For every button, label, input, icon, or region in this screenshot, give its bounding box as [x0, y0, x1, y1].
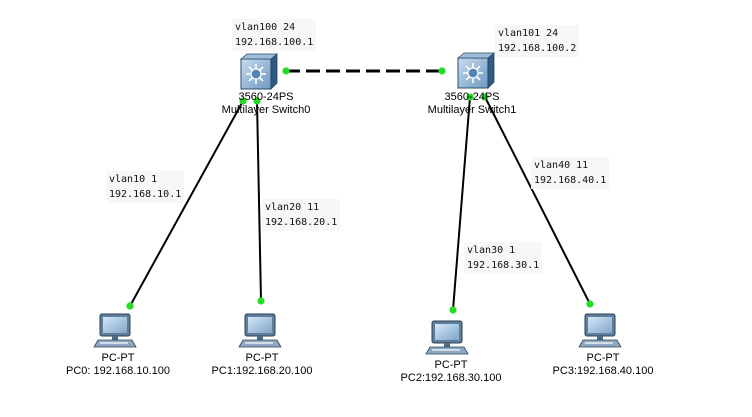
link-switch1-pc2[interactable]	[452, 96, 471, 311]
annotation-line: vlan10 1	[109, 174, 158, 185]
pc0-label[interactable]: PC-PT PC0: 192.168.10.100	[66, 352, 170, 378]
annotation-line: 192.168.30.1	[467, 260, 540, 271]
annotation-line: 192.168.100.2	[498, 43, 577, 54]
annotation-line: 192.168.100.1	[235, 37, 314, 48]
pc-address-label: PC1:192.168.20.100	[211, 365, 313, 377]
annotation-line: 192.168.40.1	[534, 175, 607, 186]
pc3-label[interactable]: PC-PT PC3:192.168.40.100	[553, 352, 654, 378]
switch-name: Multilayer Switch1	[427, 104, 517, 116]
pc-type: PC-PT	[586, 352, 620, 364]
pc-icon[interactable]	[238, 313, 282, 348]
pc2-label[interactable]: PC-PT PC2:192.168.30.100	[401, 359, 502, 385]
vlan30-annotation: vlan30 1 192.168.30.1	[464, 242, 543, 274]
switch0-label[interactable]: 3560-24PS Multilayer Switch0	[222, 91, 311, 117]
link-status-light	[257, 297, 265, 305]
link-status-light	[282, 67, 290, 75]
pc-icon[interactable]	[578, 313, 622, 348]
annotation-line: vlan20 11	[265, 202, 320, 213]
multilayer-switch-icon[interactable]	[457, 52, 495, 89]
annotation-line: vlan100 24	[235, 22, 296, 33]
link-switch1-pc3[interactable]	[484, 96, 591, 305]
vlan20-annotation: vlan20 11 192.168.20.1	[262, 199, 341, 231]
pc1-label[interactable]: PC-PT PC1:192.168.20.100	[212, 352, 313, 378]
multilayer-switch-icon[interactable]	[240, 53, 278, 90]
annotation-line: vlan30 1	[467, 245, 516, 256]
pc-icon[interactable]	[425, 320, 469, 355]
vlan40-annotation: vlan40 11 192.168.40.1	[531, 157, 610, 189]
annotation-line: vlan101 24	[498, 28, 559, 39]
switch-model: 3560-24PS	[444, 91, 500, 103]
link-status-light	[481, 93, 489, 101]
vlan10-annotation: vlan10 1 192.168.10.1	[106, 171, 185, 203]
switch1-ip-annotation: vlan101 24 192.168.100.2	[495, 25, 580, 57]
pc-icon[interactable]	[93, 313, 137, 348]
pc-address-label: PC0: 192.168.10.100	[66, 365, 170, 377]
link-status-light	[438, 67, 446, 75]
switch1-label[interactable]: 3560-24PS Multilayer Switch1	[428, 91, 517, 117]
annotation-line: 192.168.10.1	[109, 189, 182, 200]
link-status-light	[126, 302, 134, 310]
link-status-light	[253, 97, 261, 105]
annotation-line: vlan40 11	[534, 160, 589, 171]
link-status-light	[466, 93, 474, 101]
pc-address-label: PC3:192.168.40.100	[552, 365, 654, 377]
link-status-light	[449, 306, 457, 314]
annotation-line: 192.168.20.1	[265, 217, 338, 228]
pc-address-label: PC2:192.168.30.100	[400, 372, 502, 384]
link-switch0-pc0[interactable]	[129, 100, 244, 307]
switch-model: 3560-24PS	[238, 91, 294, 103]
pc-type: PC-PT	[245, 352, 279, 364]
switch-name: Multilayer Switch0	[221, 104, 311, 116]
link-status-light	[586, 300, 594, 308]
pc-type: PC-PT	[434, 359, 468, 371]
pc-type: PC-PT	[101, 352, 135, 364]
switch0-ip-annotation: vlan100 24 192.168.100.1	[232, 19, 317, 51]
link-status-light	[239, 97, 247, 105]
link-switch0-pc1[interactable]	[256, 100, 262, 302]
